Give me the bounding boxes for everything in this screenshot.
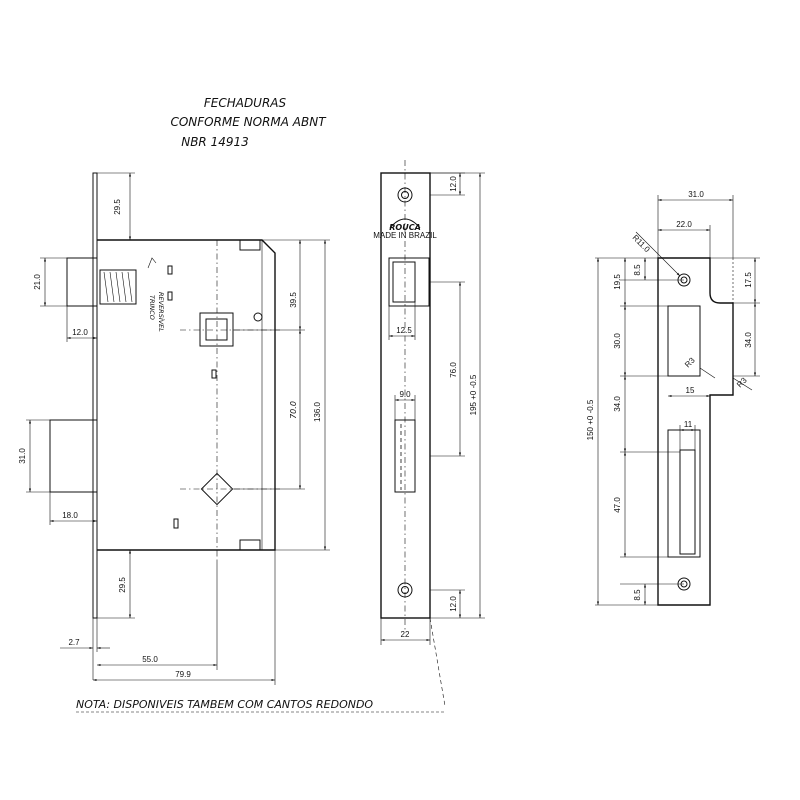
- header-line-3: NBR 14913: [181, 135, 249, 149]
- dim-bottom-29-5: 29.5: [118, 577, 127, 593]
- strike-dim-150: 150 +0 -0.5: [586, 399, 595, 440]
- lock-slot-c: [167, 265, 173, 275]
- trinco-label: TRINCO: [148, 295, 156, 320]
- dim-55: 55.0: [142, 655, 158, 664]
- faceplate-view: ROUCA MADE IN BRAZIL 12.0 12.5 76.0 195 …: [373, 160, 485, 645]
- dim-bolt-31: 31.0: [18, 448, 27, 464]
- strike-dim-r3-b: R3: [735, 375, 749, 389]
- made-in-label: MADE IN BRAZIL: [373, 231, 437, 240]
- fp-dim-12-5: 12.5: [396, 326, 412, 335]
- strike-dim-22: 22.0: [676, 220, 692, 229]
- strike-dim-34-right: 34.0: [744, 332, 753, 348]
- strike-dim-31: 31.0: [688, 190, 704, 199]
- brand-logo-arc: [389, 218, 421, 229]
- latch-cutout: [388, 257, 430, 307]
- header-line-2: CONFORME NORMA ABNT: [170, 115, 327, 129]
- dim-bolt-18: 18.0: [62, 511, 78, 520]
- lock-slot-d: [167, 291, 173, 301]
- header-line-1: FECHADURAS: [204, 96, 287, 110]
- lower-hub: [200, 472, 234, 506]
- strike-dim-8-5-top: 8.5: [633, 264, 642, 276]
- fp-dim-9: 9.0: [399, 390, 411, 399]
- brand-logo: ROUCA: [389, 223, 421, 232]
- strike-plate-outline: [657, 257, 734, 606]
- strike-dim-r11: R11.0: [631, 233, 652, 254]
- fp-dim-22: 22: [401, 630, 410, 639]
- lock-slot-b: [173, 518, 179, 529]
- dead-bolt: [49, 419, 98, 493]
- upper-hub: [199, 312, 234, 347]
- dim-top-29-5: 29.5: [113, 199, 122, 215]
- fp-dim-76: 76.0: [449, 362, 458, 378]
- latch-spring-housing: [99, 269, 137, 305]
- strike-dim-11: 11: [684, 420, 693, 429]
- strike-dim-17-5: 17.5: [744, 272, 753, 288]
- lock-screw-hole: [253, 312, 263, 322]
- strike-dim-19-5: 19.5: [613, 274, 622, 290]
- dim-latch-12: 12.0: [72, 328, 88, 337]
- reversivel-label: REVERSÍVEL: [157, 292, 166, 332]
- lock-slot-a: [211, 369, 217, 379]
- fp-dim-top-12: 12.0: [449, 176, 458, 192]
- bolt-cutout: [394, 419, 416, 493]
- upper-hub-square: [205, 318, 228, 341]
- dim-39-5: 39.5: [289, 292, 298, 308]
- strike-dim-34-left: 34.0: [613, 396, 622, 412]
- note: NOTA: DISPONIVEIS TAMBEM COM CANTOS REDO…: [76, 617, 446, 713]
- note-text: NOTA: DISPONIVEIS TAMBEM COM CANTOS REDO…: [76, 698, 373, 711]
- dim-latch-21: 21.0: [33, 274, 42, 290]
- fp-dim-195: 195 +0 -0.5: [469, 374, 478, 415]
- drawing-header: FECHADURAS CONFORME NORMA ABNT NBR 14913: [170, 96, 327, 149]
- faceplate-outline: [380, 172, 431, 619]
- reverse-arrow-icon: [147, 257, 157, 269]
- lock-faceplate: [92, 172, 98, 619]
- lock-bottom-tab: [239, 539, 261, 551]
- strike-latch-opening: [667, 305, 701, 377]
- dim-79-9: 79.9: [175, 670, 191, 679]
- strike-plate-view: 31.0 22.0 R11.0 8.5 19.5 30.0 34.0 47.0 …: [586, 190, 760, 606]
- lock-top-tab: [239, 239, 261, 251]
- fp-dim-bottom-12: 12.0: [449, 596, 458, 612]
- latch-bolt: [66, 257, 98, 307]
- dim-136: 136.0: [313, 401, 322, 422]
- lock-front-view: TRINCO REVERSÍVEL 29.5 21.0 12.0 31.0 18…: [18, 172, 330, 685]
- dim-2-7: 2.7: [68, 638, 80, 647]
- latch-spring: [103, 271, 133, 303]
- strike-dim-r3-a: R3: [683, 355, 697, 369]
- strike-dim-8-5-bottom: 8.5: [633, 589, 642, 601]
- latch-cutout-inner: [392, 261, 416, 303]
- strike-dim-47: 47.0: [613, 497, 622, 513]
- strike-dim-15: 15: [686, 386, 695, 395]
- strike-bolt-inner: [679, 449, 696, 555]
- strike-dim-30: 30.0: [613, 333, 622, 349]
- dim-70: 70.0: [289, 401, 298, 419]
